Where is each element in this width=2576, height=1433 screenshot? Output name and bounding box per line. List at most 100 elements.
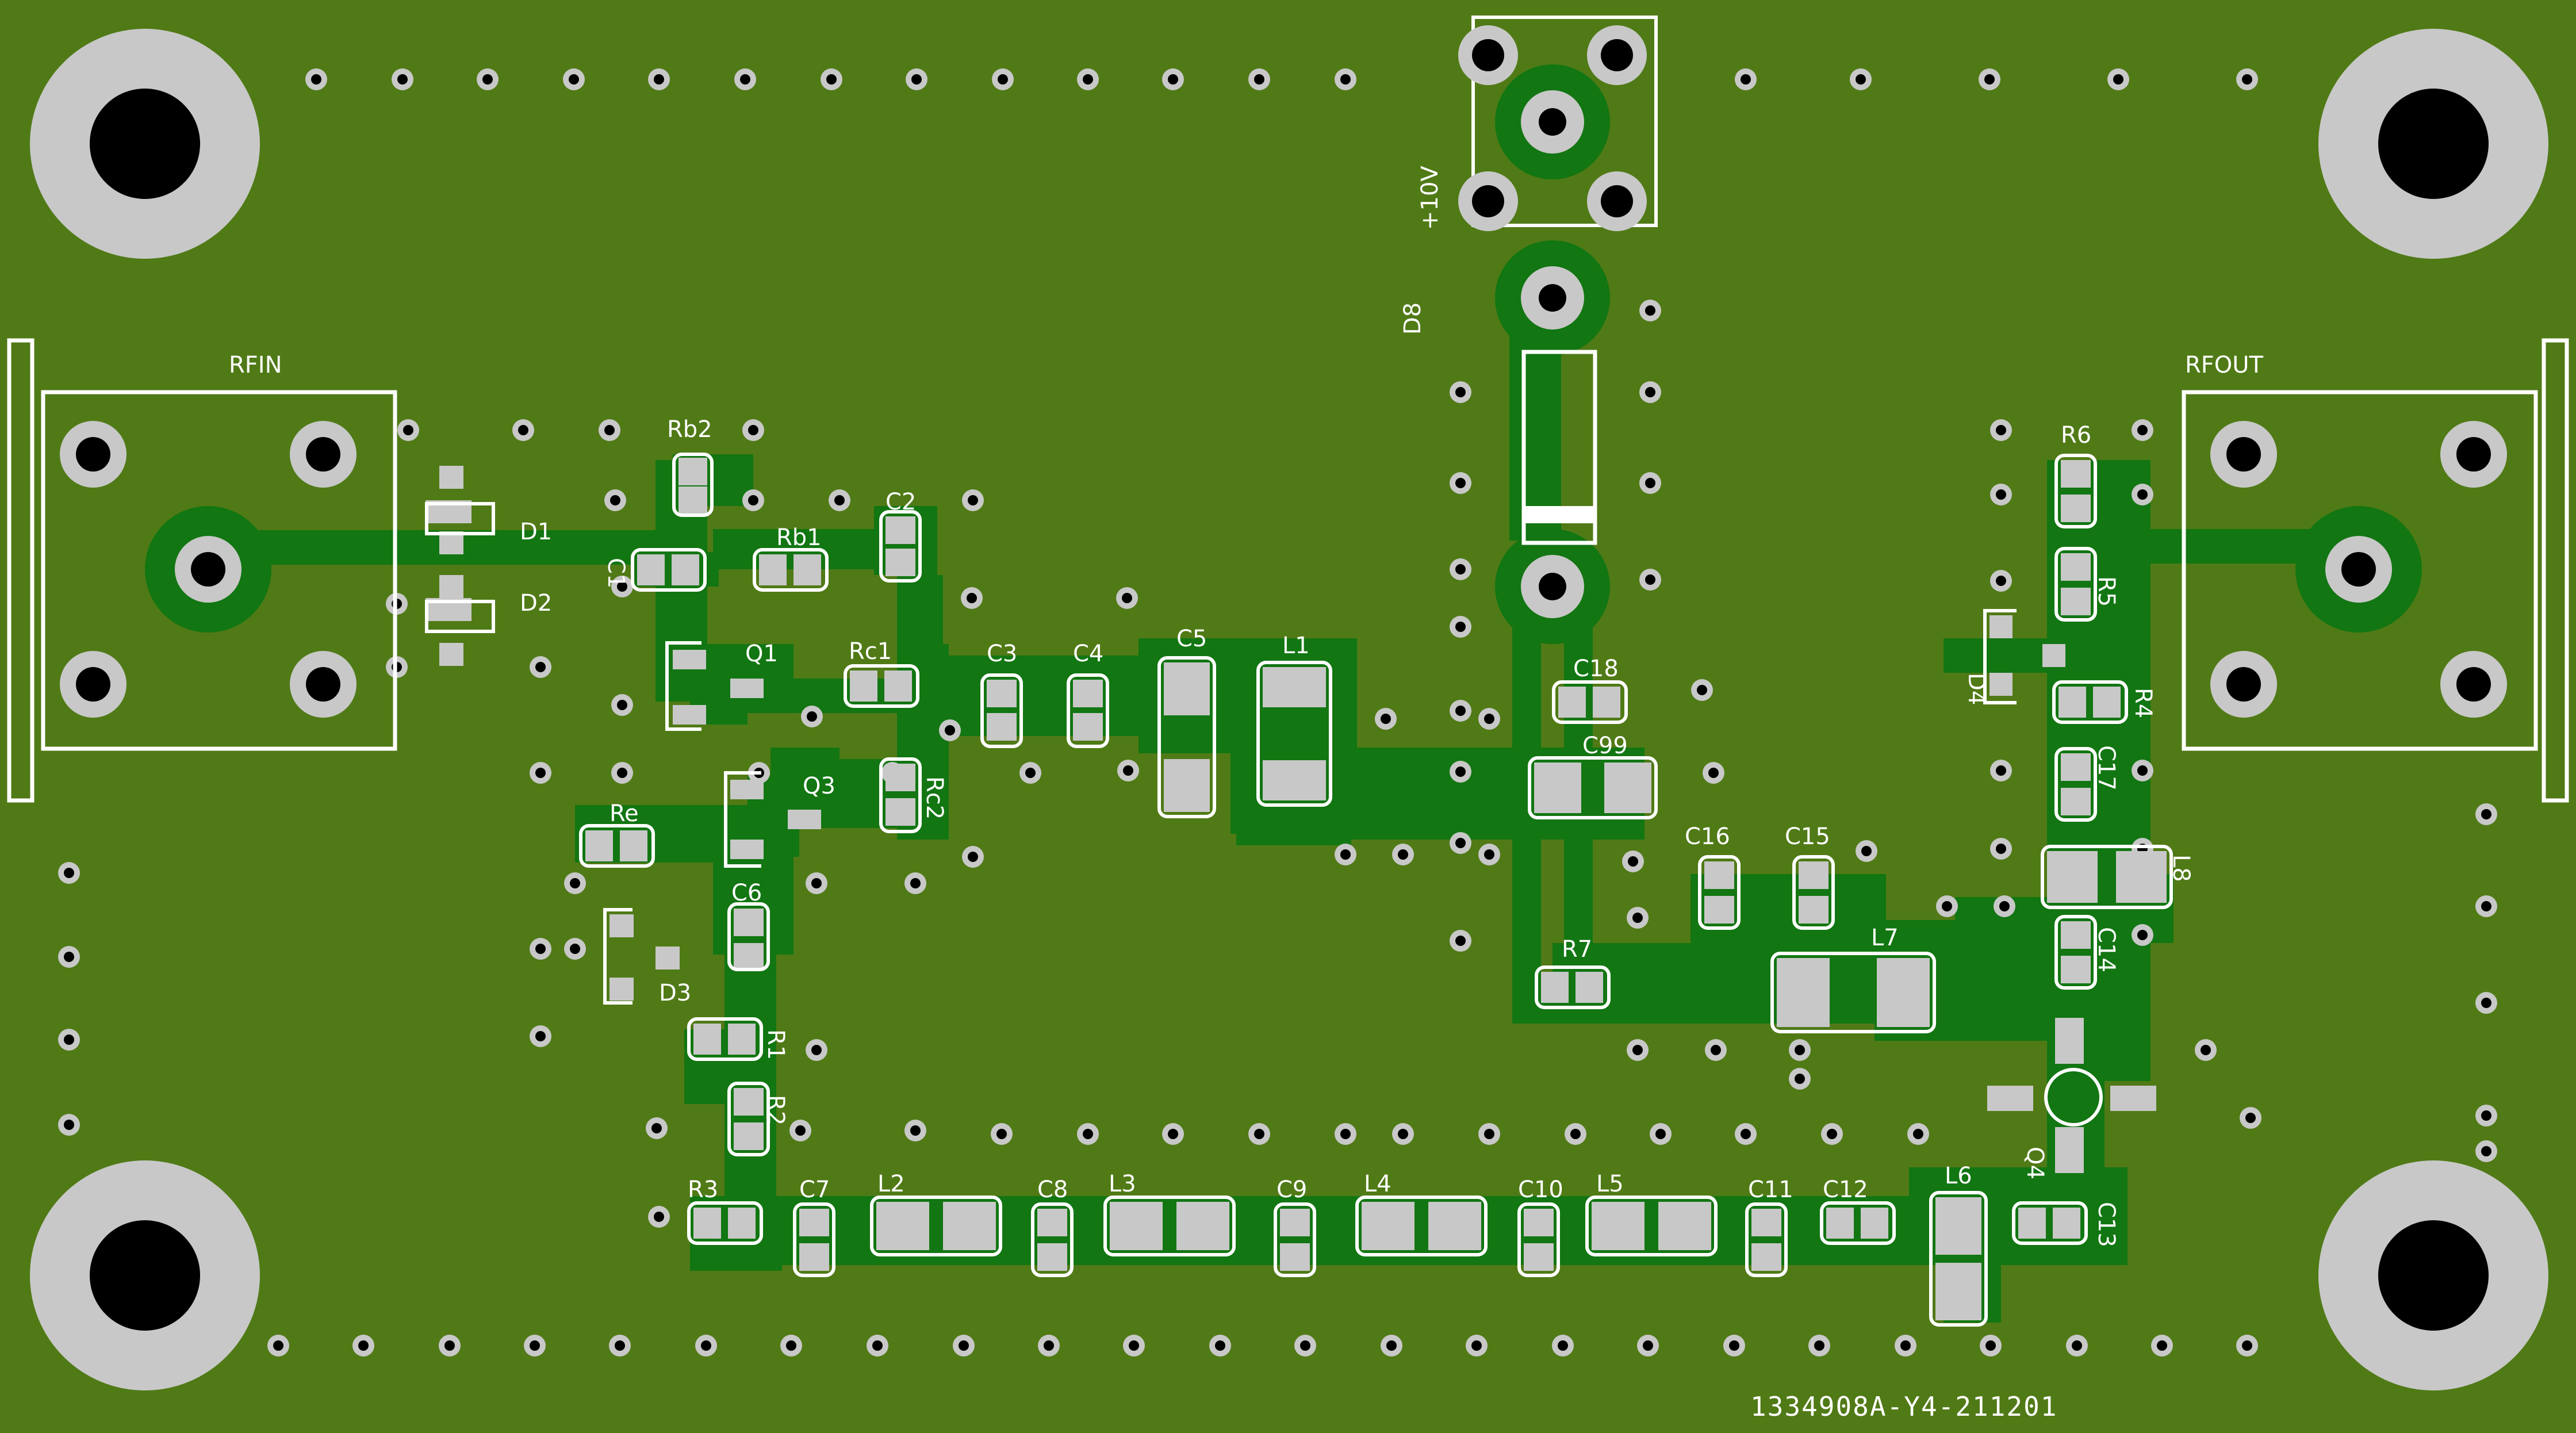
- label-l4: L4: [1364, 1171, 1392, 1197]
- via: [1627, 907, 1649, 929]
- via: [991, 1123, 1013, 1145]
- via: [1691, 679, 1713, 701]
- via: [806, 872, 827, 894]
- via: [1450, 930, 1471, 952]
- via: [305, 68, 327, 90]
- via: [2132, 760, 2153, 781]
- label-rb2: Rb2: [667, 416, 712, 443]
- via: [1450, 700, 1471, 722]
- smd-pad: [1164, 662, 1210, 715]
- label-c5: C5: [1176, 626, 1207, 652]
- smd-pad: [1987, 1086, 2033, 1111]
- via: [1850, 68, 1872, 90]
- smd-pad: [1751, 1243, 1781, 1271]
- via: [695, 1335, 717, 1357]
- smd-pad: [885, 516, 915, 544]
- part-outline: [1103, 1196, 1236, 1256]
- part-outline: [727, 1082, 770, 1156]
- label-c2: C2: [885, 489, 916, 515]
- via: [1162, 68, 1184, 90]
- smd-pad: [439, 643, 463, 666]
- part-outline: [1528, 756, 1658, 819]
- smd-pad: [1534, 763, 1581, 813]
- via: [1019, 762, 1041, 784]
- via: [1705, 1039, 1727, 1061]
- label-c12: C12: [1823, 1177, 1868, 1203]
- part-outline: [672, 453, 714, 517]
- smd-pad: [1575, 972, 1603, 1003]
- via: [2240, 1107, 2261, 1129]
- via: [1248, 1123, 1270, 1145]
- part-outline: [1157, 656, 1216, 818]
- via: [648, 1206, 670, 1228]
- label-c3: C3: [987, 641, 1017, 667]
- part-outline: [1820, 1201, 1896, 1245]
- via: [1789, 1039, 1811, 1061]
- label-c9: C9: [1276, 1177, 1307, 1203]
- label-c15: C15: [1785, 823, 1830, 850]
- via: [1990, 484, 2012, 505]
- via: [1735, 68, 1757, 90]
- via: [1639, 472, 1661, 494]
- smd-pad: [2116, 851, 2167, 903]
- smd-pad: [734, 909, 764, 936]
- via: [1450, 761, 1471, 783]
- via: [1162, 1123, 1184, 1145]
- via: [1990, 838, 2012, 860]
- via: [1723, 1335, 1745, 1357]
- silk-labels: RFIN RFOUT +10V D8 D1 D2 Rb2 Rb1 C1 C2 Q…: [229, 166, 2264, 1422]
- via: [734, 68, 756, 90]
- smd-pad: [672, 554, 699, 585]
- via: [599, 419, 620, 441]
- part-outline: [2012, 1201, 2088, 1245]
- smd-pad: [656, 947, 680, 970]
- smd-pad: [1989, 673, 2012, 696]
- via: [1639, 569, 1661, 591]
- via: [2132, 484, 2153, 505]
- smd-pad: [439, 575, 463, 598]
- via: [1375, 708, 1397, 730]
- via: [1077, 1123, 1099, 1145]
- via: [267, 1335, 289, 1357]
- via: [1622, 850, 1644, 872]
- part-outline: [844, 664, 919, 708]
- smd-pad: [1176, 1202, 1229, 1250]
- label-rc2: Rc2: [921, 776, 948, 819]
- via: [1450, 558, 1471, 580]
- via: [789, 1120, 811, 1141]
- power-connector: [1458, 16, 1658, 231]
- via: [961, 587, 983, 609]
- part-outline: [879, 510, 922, 583]
- smd-pad: [1799, 896, 1828, 924]
- part-outline: [1698, 855, 1741, 930]
- via: [1821, 1123, 1843, 1145]
- label-c16: C16: [1685, 823, 1730, 850]
- smd-pad: [730, 780, 764, 799]
- part-outline: [1031, 1202, 1074, 1277]
- label-l5: L5: [1596, 1171, 1624, 1197]
- mount-hole-top-left: [30, 29, 260, 259]
- smd-pads: [425, 458, 2167, 1320]
- part-outline: [1274, 1202, 1316, 1277]
- smd-pad: [2093, 687, 2121, 718]
- label-r3: R3: [688, 1177, 718, 1203]
- part-outline: [2041, 845, 2173, 909]
- smd-pad: [1799, 861, 1828, 889]
- part-outline: [1770, 952, 1936, 1033]
- smd-pad: [799, 1243, 829, 1271]
- rfin-connector: [7, 338, 397, 803]
- via: [1565, 1123, 1586, 1145]
- via: [1116, 587, 1138, 609]
- via: [867, 1335, 888, 1357]
- via: [1478, 844, 1500, 865]
- smd-pad: [2061, 495, 2091, 522]
- label-l8: L8: [2168, 855, 2194, 882]
- smd-pad: [678, 458, 707, 485]
- smd-pad: [1604, 763, 1651, 813]
- via: [1335, 68, 1356, 90]
- label-power: +10V: [1417, 166, 1443, 230]
- silk-outlines: [425, 453, 2173, 1327]
- via: [962, 846, 984, 868]
- part-outline: [1745, 1202, 1788, 1277]
- label-c14: C14: [2093, 927, 2119, 972]
